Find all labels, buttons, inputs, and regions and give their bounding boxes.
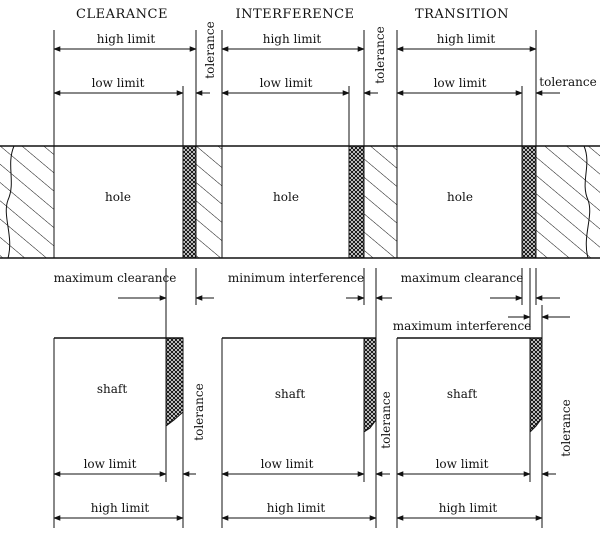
label-tolerance: tolerance bbox=[203, 21, 217, 78]
label-low-limit: low limit bbox=[260, 76, 313, 90]
shaft-tolerance-zone-interference bbox=[363, 337, 377, 433]
label-tolerance: tolerance bbox=[539, 75, 596, 89]
label-shaft-transition: shaft bbox=[447, 387, 477, 401]
label-hole-clearance: hole bbox=[105, 190, 131, 204]
label-maximum-clearance-transition: maximum clearance bbox=[401, 271, 524, 285]
shaft-dimensions-interference: low limit tolerance high limit bbox=[221, 391, 393, 521]
label-low-limit: low limit bbox=[92, 76, 145, 90]
label-high-limit-shaft: high limit bbox=[439, 501, 498, 515]
label-shaft-clearance: shaft bbox=[97, 382, 127, 396]
hole-tolerance-zone-transition bbox=[521, 145, 537, 259]
label-tolerance: tolerance bbox=[192, 383, 206, 440]
label-low-limit: low limit bbox=[434, 76, 487, 90]
label-high-limit-shaft: high limit bbox=[91, 501, 150, 515]
title-transition: TRANSITION bbox=[415, 7, 509, 22]
label-high-limit: high limit bbox=[437, 32, 496, 46]
hole-dimensions-interference: high limit low limit tolerance bbox=[221, 26, 387, 96]
label-high-limit-shaft: high limit bbox=[267, 501, 326, 515]
shaft-clearance: shaft bbox=[53, 337, 184, 430]
label-hole-interference: hole bbox=[273, 190, 299, 204]
label-low-limit-shaft: low limit bbox=[436, 457, 489, 471]
fit-transition-annotation: maximum clearance maximum interference bbox=[393, 271, 570, 333]
label-shaft-interference: shaft bbox=[275, 387, 305, 401]
shaft-tolerance-zone-transition bbox=[529, 337, 543, 434]
label-low-limit-shaft: low limit bbox=[261, 457, 314, 471]
label-tolerance: tolerance bbox=[379, 391, 393, 448]
shaft-tolerance-zone-clearance bbox=[165, 337, 184, 427]
shaft-interference: shaft bbox=[221, 337, 377, 434]
label-maximum-clearance: maximum clearance bbox=[54, 271, 177, 285]
hole-dimensions-clearance: high limit low limit tolerance bbox=[53, 21, 217, 96]
label-high-limit: high limit bbox=[97, 32, 156, 46]
label-tolerance: tolerance bbox=[559, 399, 573, 456]
hole-dimensions-transition: high limit low limit tolerance bbox=[396, 32, 597, 96]
title-clearance: CLEARANCE bbox=[76, 7, 168, 22]
hole-tolerance-zone-interference bbox=[348, 145, 365, 259]
shaft-transition: shaft bbox=[396, 337, 543, 434]
label-tolerance: tolerance bbox=[373, 26, 387, 83]
label-hole-transition: hole bbox=[447, 190, 473, 204]
title-interference: INTERFERENCE bbox=[235, 7, 354, 22]
shaft-dimensions-transition: low limit tolerance high limit bbox=[396, 399, 573, 521]
shaft-dimensions-clearance: low limit tolerance high limit bbox=[53, 383, 206, 521]
label-maximum-interference: maximum interference bbox=[393, 319, 532, 333]
label-minimum-interference: minimum interference bbox=[228, 271, 364, 285]
label-low-limit-shaft: low limit bbox=[84, 457, 137, 471]
hole-plate: hole hole hole bbox=[0, 145, 600, 259]
fit-interference-annotation: minimum interference bbox=[228, 271, 392, 301]
hole-tolerance-zone-clearance bbox=[182, 145, 197, 259]
fit-clearance-annotation: maximum clearance bbox=[54, 271, 214, 301]
label-high-limit: high limit bbox=[263, 32, 322, 46]
